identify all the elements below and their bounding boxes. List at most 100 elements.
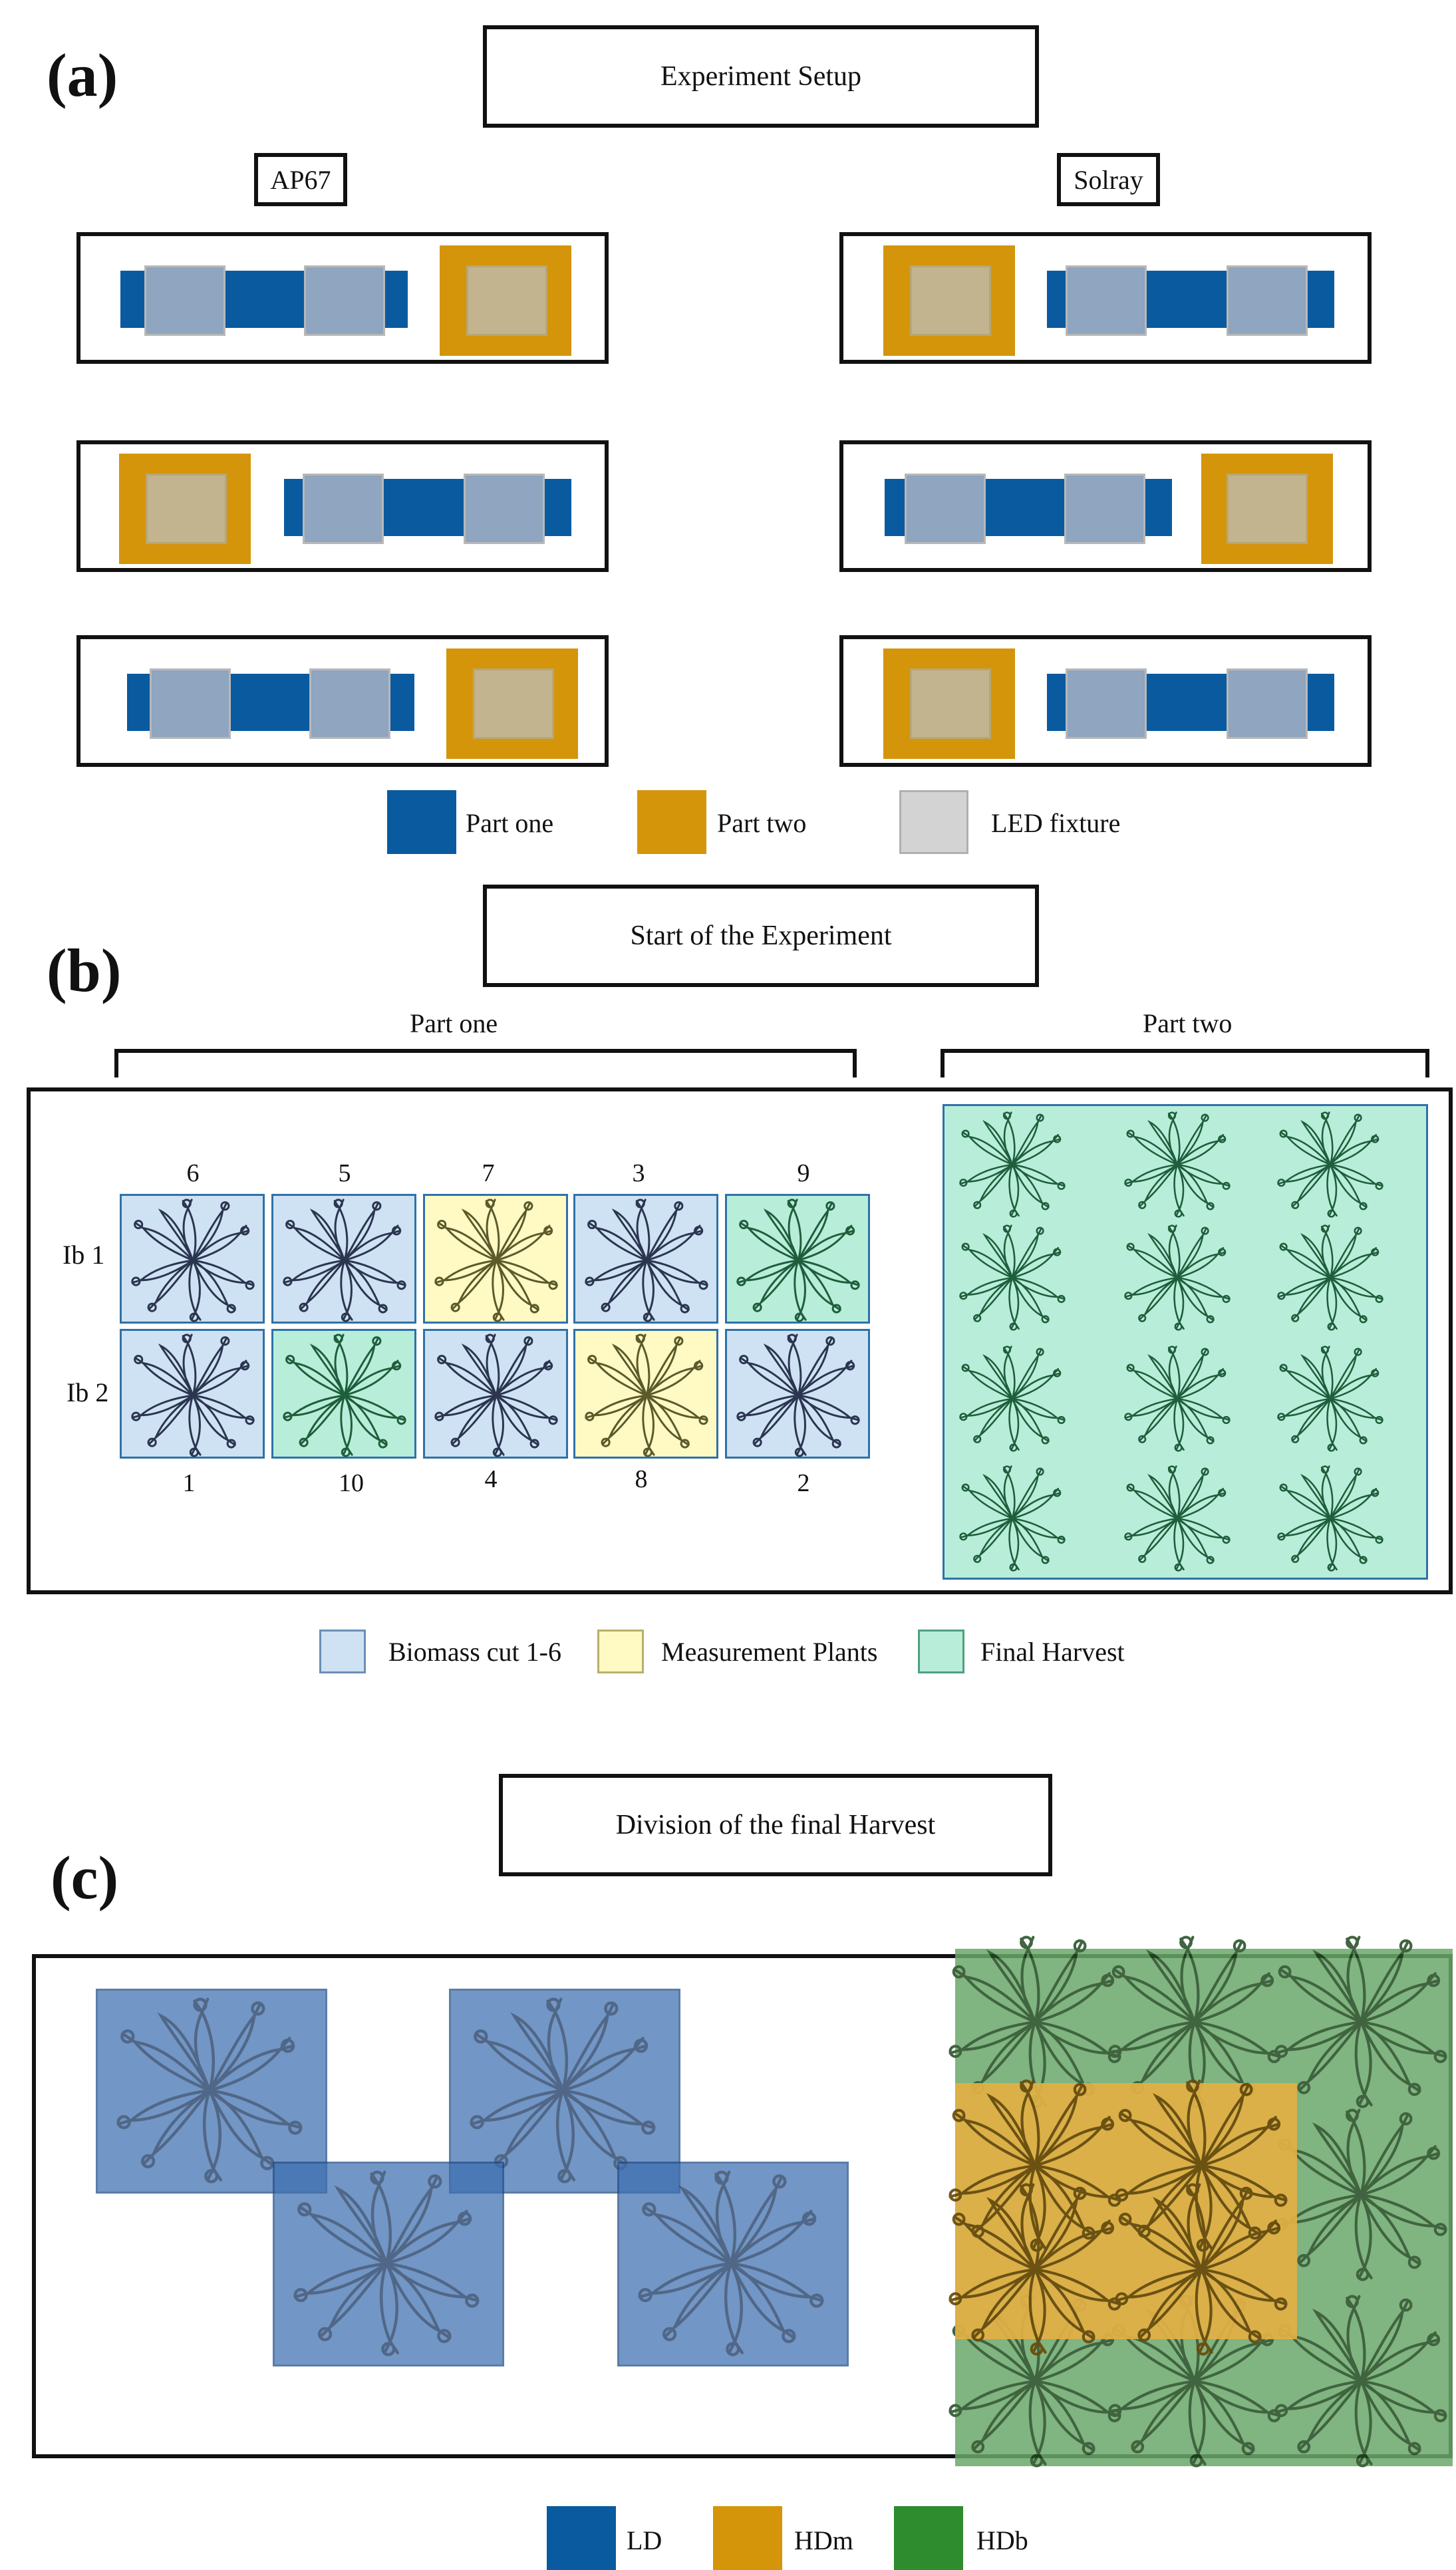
legend-swatch-part-one bbox=[387, 790, 456, 854]
legend-label-part-one: Part one bbox=[466, 808, 554, 838]
plant-icon bbox=[1124, 1346, 1231, 1452]
legend-label-hdb: HDb bbox=[976, 2525, 1028, 2555]
plant-icon bbox=[1274, 2295, 1447, 2468]
panel-c-title: Division of the final Harvest bbox=[499, 1774, 1052, 1876]
plot-number: 1 bbox=[182, 1469, 196, 1497]
plant-icon bbox=[283, 1199, 406, 1322]
plant-icon bbox=[1124, 1111, 1231, 1218]
led-fixture bbox=[146, 474, 227, 544]
plant-icon bbox=[1277, 1111, 1383, 1218]
legend-label-hdm: HDm bbox=[794, 2525, 853, 2555]
panel-b-letter: b bbox=[67, 936, 101, 1004]
plant-icon bbox=[959, 1465, 1066, 1572]
brackets bbox=[114, 1049, 1429, 1077]
plot-biomass-5 bbox=[271, 1194, 416, 1324]
row-label-ib2: Ib 2 bbox=[67, 1377, 109, 1407]
plant-icon bbox=[1274, 2108, 1447, 2281]
plot-number: 6 bbox=[186, 1159, 200, 1187]
panel-c-letter: c bbox=[71, 1844, 98, 1912]
legend-label-biomass: Biomass cut 1-6 bbox=[388, 1637, 561, 1667]
plant-icon bbox=[434, 1334, 558, 1457]
led-fixture bbox=[910, 265, 991, 336]
led-fixture bbox=[1066, 265, 1147, 336]
led-fixture bbox=[150, 668, 231, 739]
plot-biomass-3 bbox=[573, 1194, 718, 1324]
ap67-tag: AP67 bbox=[254, 153, 347, 206]
led-fixture bbox=[144, 265, 225, 336]
legend-swatch-led bbox=[899, 790, 968, 854]
led-fixture bbox=[304, 265, 385, 336]
plant-icon bbox=[1277, 1346, 1383, 1452]
plant-icon bbox=[585, 1334, 708, 1457]
plot-biomass-6 bbox=[120, 1194, 265, 1324]
solray-tag: Solray bbox=[1057, 153, 1160, 206]
led-fixture bbox=[464, 474, 545, 544]
led-fixture bbox=[473, 668, 554, 739]
legend-swatch-ld bbox=[547, 2506, 616, 2570]
ap67-box-2 bbox=[76, 440, 609, 572]
solray-box-1 bbox=[839, 232, 1372, 364]
part-one-bracket bbox=[114, 1049, 857, 1077]
ap67-box-1 bbox=[76, 232, 609, 364]
plant-icon bbox=[283, 1334, 406, 1457]
hdm-area bbox=[955, 2083, 1297, 2339]
plot-final-9 bbox=[725, 1194, 870, 1324]
led-fixture bbox=[1227, 265, 1308, 336]
panel-b-title: Start of the Experiment bbox=[483, 885, 1039, 987]
legend-swatch-biomass bbox=[319, 1630, 366, 1673]
panel-a-label: (a) bbox=[47, 41, 118, 109]
led-fixture bbox=[303, 474, 384, 544]
legend-swatch-final bbox=[918, 1630, 964, 1673]
legend-label-part-two: Part two bbox=[717, 808, 807, 838]
panel-a-letter: a bbox=[67, 41, 98, 109]
panel-a-title: Experiment Setup bbox=[483, 25, 1039, 128]
ld-plot-1 bbox=[96, 1989, 327, 2194]
panel-c-label: (c) bbox=[51, 1844, 119, 1912]
part-two-bracket bbox=[941, 1049, 1429, 1077]
led-fixture bbox=[1064, 474, 1145, 544]
plant-icon bbox=[1277, 1224, 1383, 1331]
plant-icon bbox=[131, 1334, 255, 1457]
legend-swatch-hdb bbox=[894, 2506, 963, 2570]
plant-icon bbox=[1277, 1465, 1383, 1572]
plant-icon bbox=[1274, 1935, 1447, 2108]
plant-icon bbox=[959, 1111, 1066, 1218]
led-fixture bbox=[309, 668, 390, 739]
ld-plot-3 bbox=[273, 2162, 504, 2366]
plant-icon bbox=[434, 1199, 558, 1322]
plot-measurement-8 bbox=[573, 1329, 718, 1459]
plot-number: 2 bbox=[797, 1469, 810, 1497]
plant-icon bbox=[638, 2170, 824, 2356]
led-fixture bbox=[1227, 668, 1308, 739]
ld-plot-2 bbox=[449, 1989, 680, 2194]
plant-icon bbox=[131, 1199, 255, 1322]
legend-swatch-hdm bbox=[713, 2506, 782, 2570]
legend-label-led: LED fixture bbox=[991, 808, 1121, 838]
led-fixture bbox=[1066, 668, 1147, 739]
plant-icon bbox=[1115, 2183, 1288, 2356]
plant-icon bbox=[470, 1997, 656, 2184]
plant-icon bbox=[585, 1199, 708, 1322]
ld-plot-4 bbox=[617, 2162, 849, 2366]
led-fixture bbox=[905, 474, 986, 544]
final-harvest-field bbox=[943, 1104, 1428, 1580]
plot-biomass-2 bbox=[725, 1329, 870, 1459]
plant-icon bbox=[293, 2170, 480, 2356]
plot-number: 3 bbox=[632, 1159, 645, 1187]
plant-icon bbox=[948, 2183, 1121, 2356]
part-one-heading: Part one bbox=[410, 1008, 498, 1038]
plant-icon bbox=[736, 1334, 860, 1457]
plant-icon bbox=[959, 1346, 1066, 1452]
plot-biomass-4 bbox=[423, 1329, 568, 1459]
ap67-box-3 bbox=[76, 635, 609, 767]
plot-biomass-1 bbox=[120, 1329, 265, 1459]
led-fixture bbox=[910, 668, 991, 739]
legend-swatch-measurement bbox=[597, 1630, 644, 1673]
plot-number: 5 bbox=[338, 1159, 351, 1187]
plot-number: 7 bbox=[482, 1159, 495, 1187]
row-label-ib1: Ib 1 bbox=[63, 1240, 105, 1270]
solray-box-2 bbox=[839, 440, 1372, 572]
panel-b-label: (b) bbox=[47, 936, 122, 1004]
plot-number: 8 bbox=[635, 1465, 648, 1493]
plot-number: 10 bbox=[339, 1469, 364, 1497]
